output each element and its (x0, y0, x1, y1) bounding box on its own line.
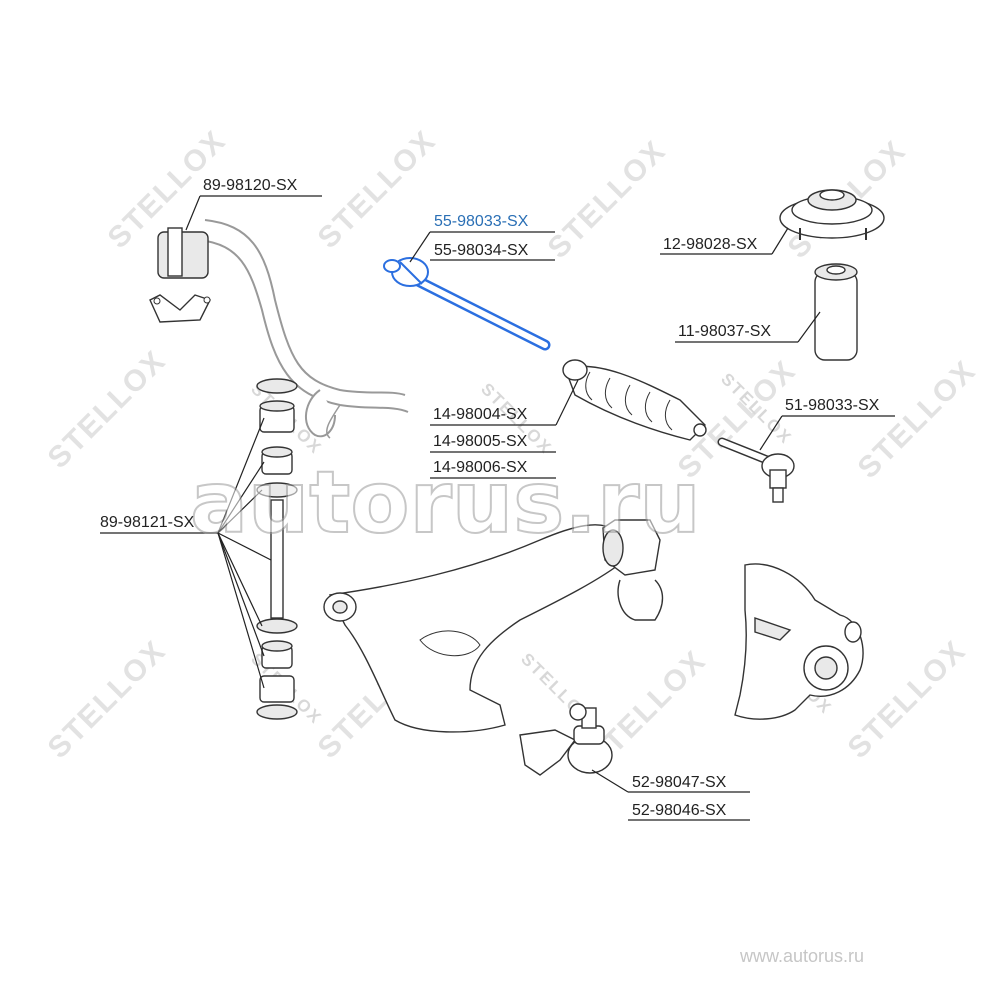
site-overlay-watermark: autorus.ru (190, 453, 701, 553)
watermark-stellox: STELLOX (312, 124, 443, 255)
part-number-bump-stop: 11-98037-SX (678, 323, 771, 340)
lower-control-arm (323, 519, 664, 733)
watermark-stellox: STELLOX (852, 354, 983, 485)
watermark-stellox: STELLOX (42, 634, 173, 765)
part-number-sway-bar-bushing: 89-98120-SX (203, 177, 298, 194)
part-number-rack-boot-3: 14-98006-SX (433, 459, 528, 476)
part-number-rack-boot-2: 14-98005-SX (433, 433, 528, 450)
rack-boot (562, 359, 707, 441)
inner-tie-rod (383, 257, 551, 351)
sway-bar-bushing (149, 227, 211, 323)
leader-line (555, 379, 579, 426)
watermark-stellox: STELLOX (42, 344, 173, 475)
steering-knuckle (734, 563, 864, 720)
leader-line (409, 231, 431, 263)
leader-line (185, 195, 201, 231)
leader-line (217, 532, 272, 561)
leader-line (217, 532, 265, 657)
strut-mount (779, 189, 885, 240)
leader-line (217, 532, 265, 689)
ball-joint (519, 703, 613, 776)
tie-rod-end (717, 437, 795, 503)
leader-line (591, 769, 629, 793)
part-number-inner-tie-rod: 55-98033-SX (434, 213, 529, 230)
part-number-ball-joint-1: 52-98047-SX (632, 774, 727, 791)
leader-line (217, 417, 265, 534)
leader-line (217, 461, 265, 534)
leader-line (759, 415, 783, 451)
part-number-rack-boot-1: 14-98004-SX (433, 406, 528, 423)
bump-stop (814, 263, 858, 361)
leader-line (217, 532, 263, 627)
part-number-strut-mount: 12-98028-SX (663, 236, 758, 253)
part-number-sway-bar-link: 89-98121-SX (100, 514, 195, 531)
part-number-tie-rod-end: 51-98033-SX (785, 397, 880, 414)
leader-line (771, 227, 789, 255)
sway-bar (199, 219, 409, 439)
leader-line (797, 311, 821, 343)
watermark-stellox: STELLOX (542, 134, 673, 265)
site-url: www.autorus.ru (739, 946, 864, 966)
part-number-inner-tie-rod-alt: 55-98034-SX (434, 242, 529, 259)
leader-line (217, 489, 263, 534)
part-number-ball-joint-2: 52-98046-SX (632, 802, 727, 819)
sway-bar-link (256, 378, 298, 720)
